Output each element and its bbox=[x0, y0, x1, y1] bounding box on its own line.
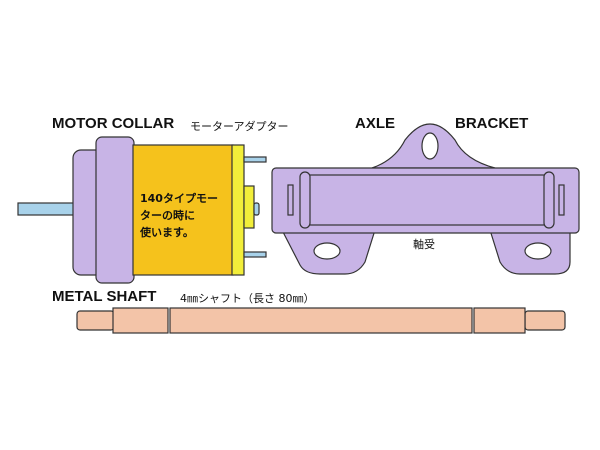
metal-shaft-title: METAL SHAFT bbox=[52, 288, 157, 305]
metal-shaft-subtitle: 4㎜シャフト（長さ 80㎜） bbox=[180, 292, 315, 305]
bracket-title: BRACKET bbox=[455, 115, 529, 132]
motor-collar-title: MOTOR COLLAR bbox=[52, 115, 175, 132]
note-line: 使います。 bbox=[140, 226, 194, 239]
note-line: ターの時に bbox=[140, 209, 195, 222]
bearing-label: 軸受 bbox=[413, 238, 435, 251]
axle-bracket-illustration bbox=[271, 123, 580, 275]
motor-collar-note: 140タイプモー ターの時に 使います。 bbox=[140, 190, 218, 241]
motor-collar-illustration bbox=[17, 136, 267, 284]
note-line: 140タイプモー bbox=[140, 192, 218, 205]
metal-shaft-illustration bbox=[76, 307, 566, 334]
motor-collar-subtitle: モーターアダプター bbox=[190, 120, 289, 133]
axle-title: AXLE bbox=[355, 115, 396, 132]
